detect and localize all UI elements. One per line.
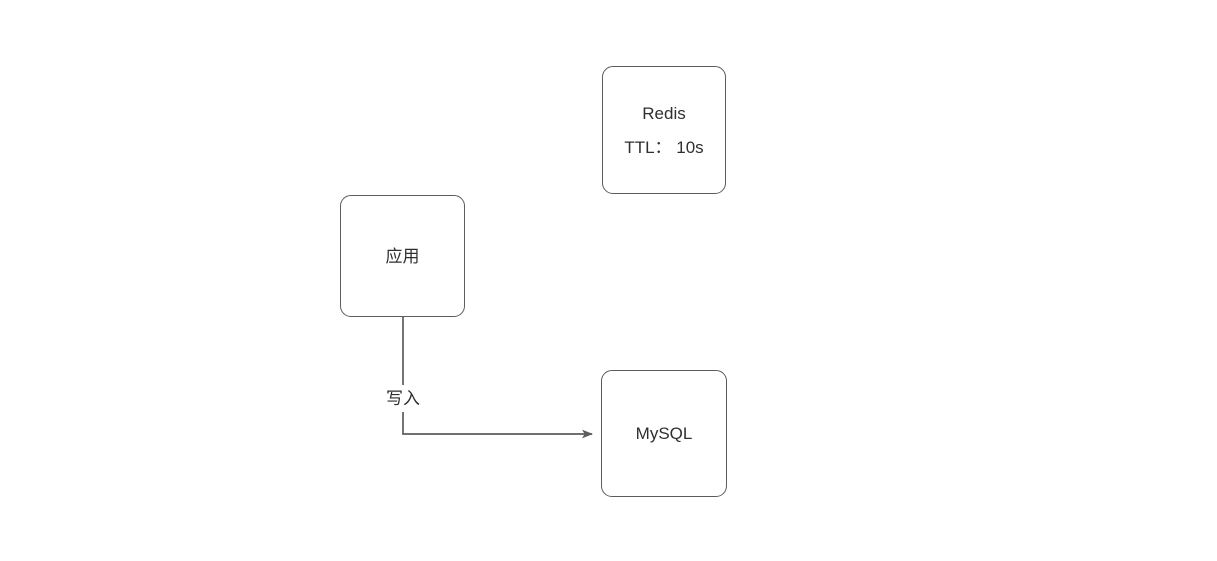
- node-mysql-title: MySQL: [635, 424, 693, 443]
- node-app[interactable]: 应用: [340, 195, 465, 317]
- node-redis-ttl: TTL： 10s: [624, 137, 704, 157]
- node-app-title: 应用: [385, 246, 420, 266]
- node-mysql[interactable]: MySQL: [601, 370, 727, 497]
- edge-label-write: 写入: [378, 385, 428, 412]
- node-redis[interactable]: Redis TTL： 10s: [602, 66, 726, 194]
- node-redis-title: Redis: [642, 103, 686, 123]
- edge-app-to-mysql: [402, 317, 593, 439]
